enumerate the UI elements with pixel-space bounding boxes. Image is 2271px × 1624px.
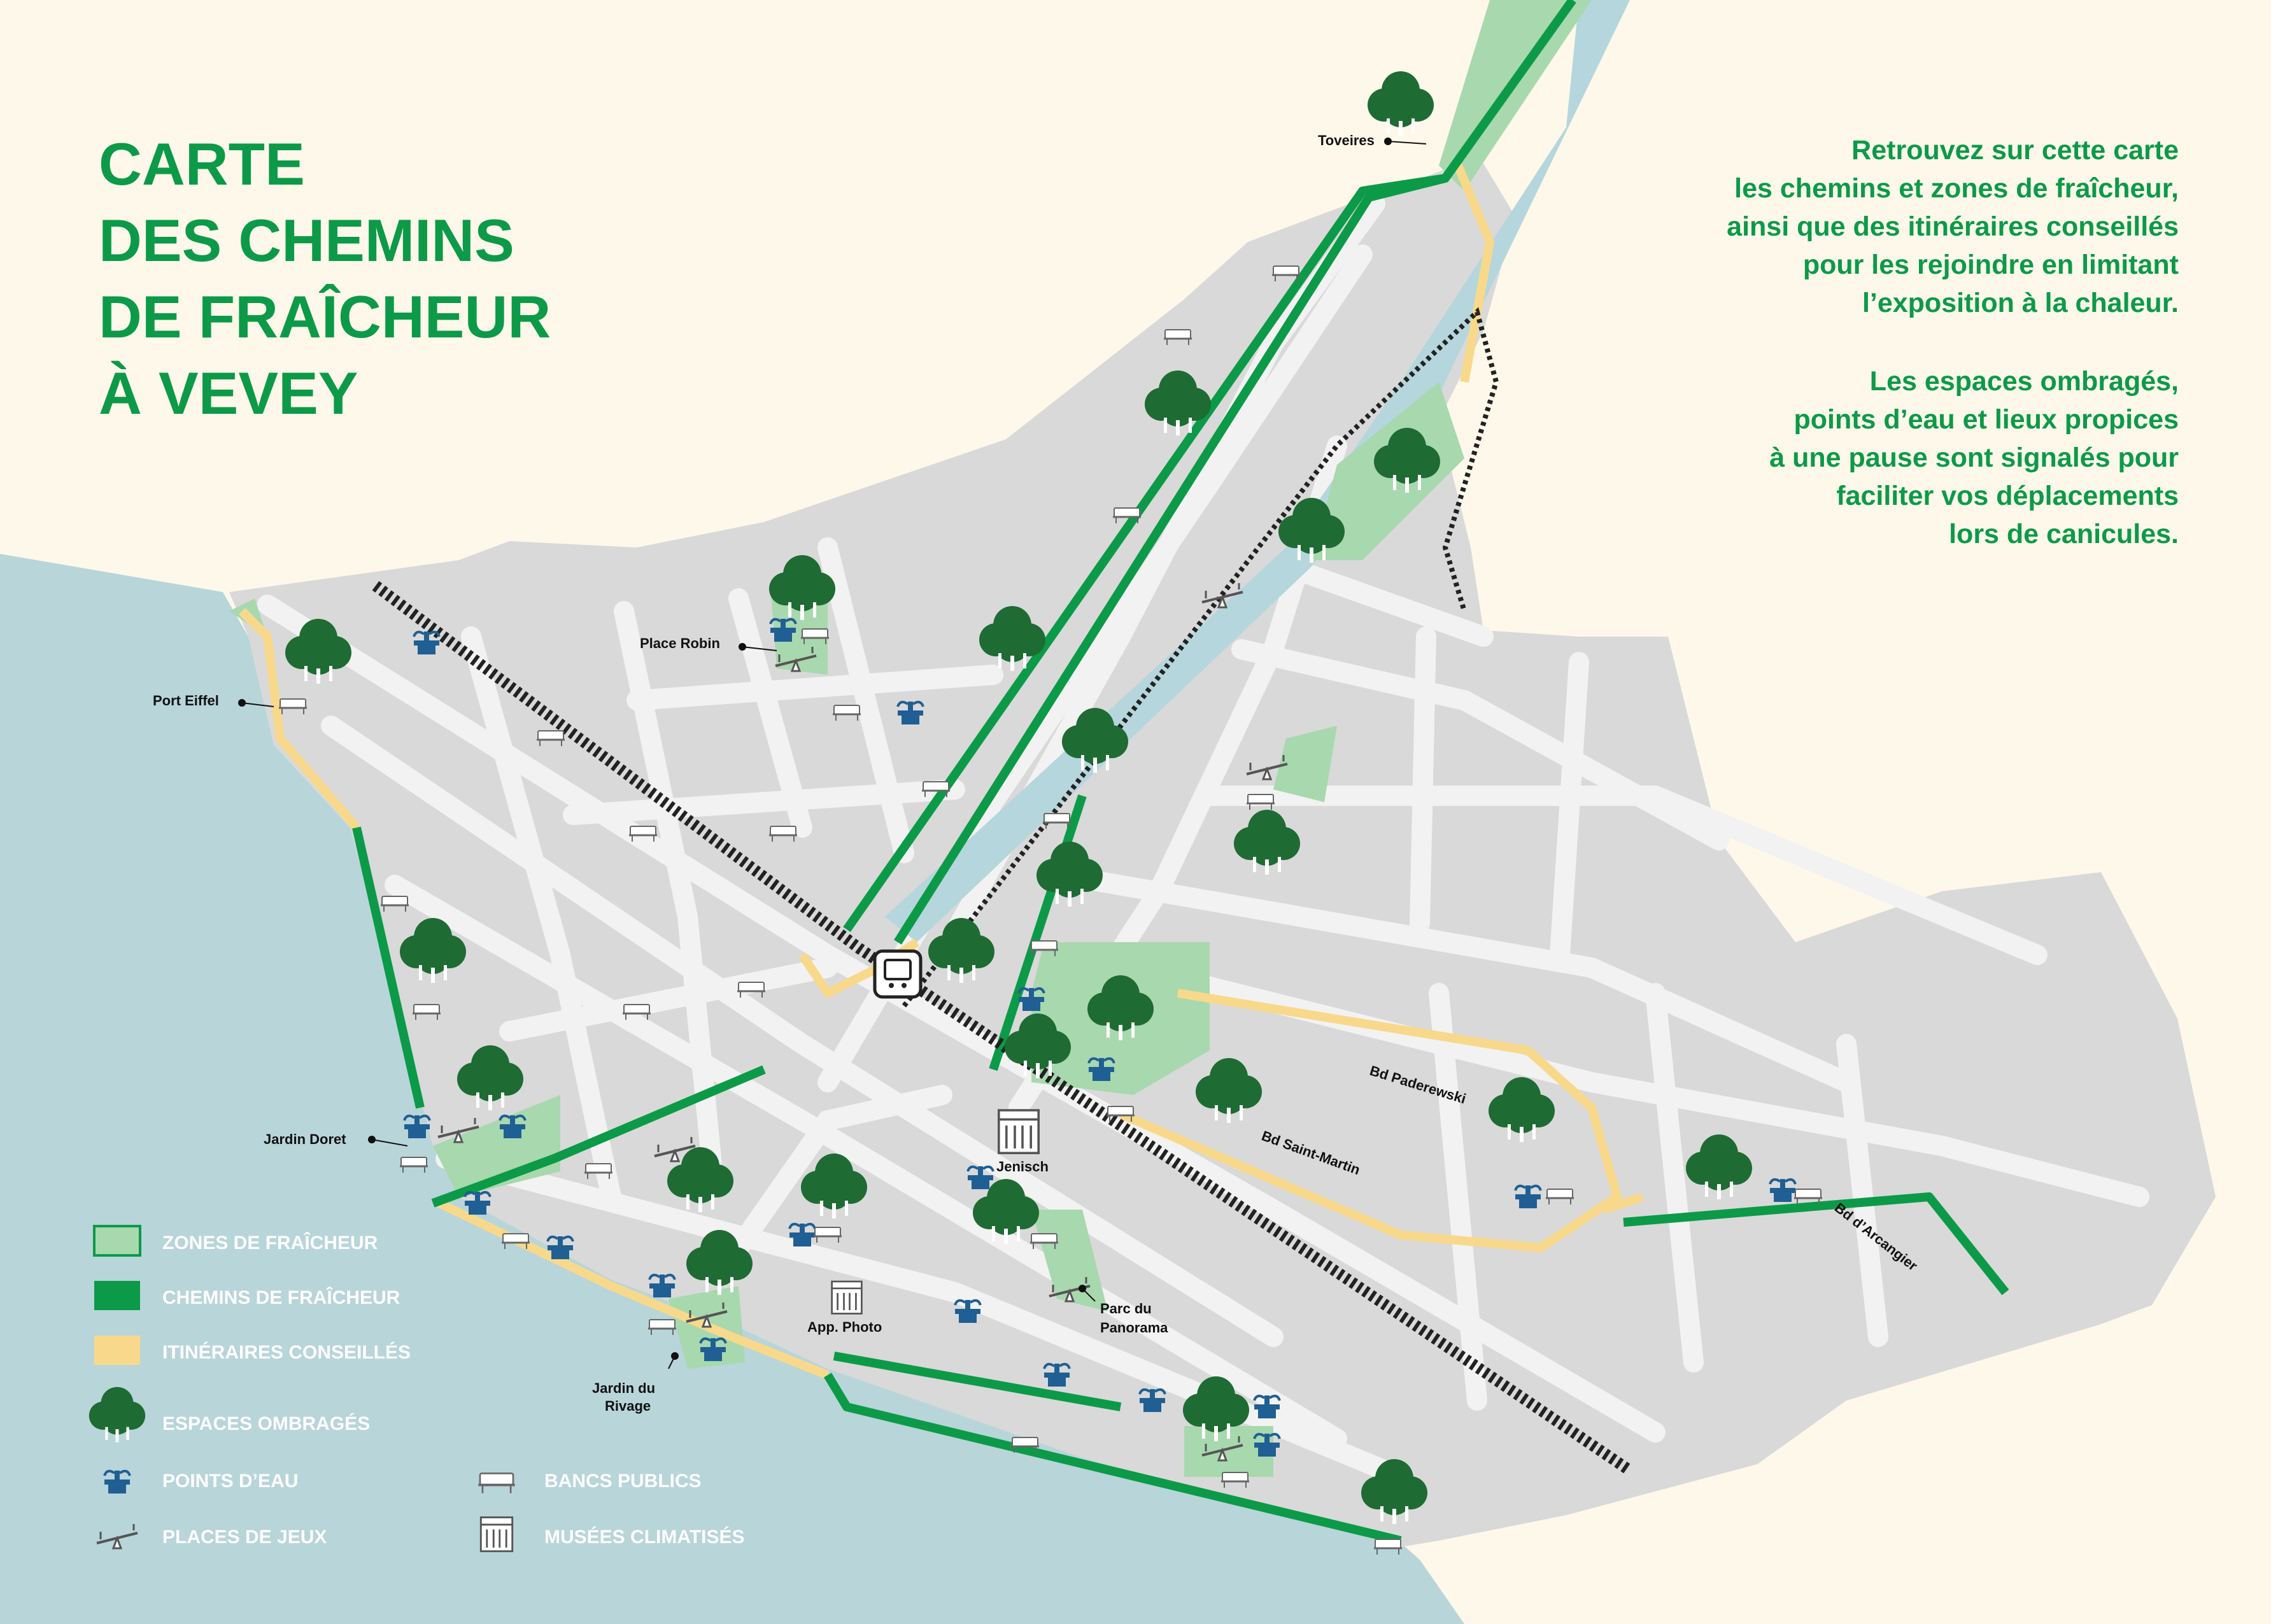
label-jardin-rivage-1: Jardin du: [592, 1380, 655, 1396]
intro-p1-line-1: Retrouvez sur cette carte: [1851, 135, 2179, 166]
label-jardin-doret: Jardin Doret: [264, 1131, 346, 1147]
title-line-3: DE FRAÎCHEUR: [99, 283, 551, 350]
label-parc-panorama-1: Parc du: [1100, 1301, 1152, 1317]
title-line-2: DES CHEMINS: [99, 207, 514, 274]
funicular-line: [902, 307, 1499, 1008]
intro-text: Retrouvez sur cette carte les chemins et…: [1727, 135, 2179, 549]
intro-p2-line-5: lors de canicules.: [1949, 519, 2179, 549]
intro-p1-line-3: ainsi que des itinéraires conseillés: [1727, 211, 2179, 242]
intro-p1-line-2: les chemins et zones de fraîcheur,: [1734, 173, 2179, 204]
train-icon: [873, 949, 923, 999]
legend-swatch-chemins: [94, 1281, 140, 1310]
intro-p1-line-5: l’exposition à la chaleur.: [1862, 288, 2179, 318]
intro-p2-line-3: à une pause sont signalés pour: [1769, 442, 2179, 473]
legend-label-eau: POINTS D’EAU: [162, 1471, 298, 1492]
museum-icon: [831, 1280, 863, 1315]
label-app-photo: App. Photo: [807, 1319, 882, 1335]
legend-label-jeux: PLACES DE JEUX: [162, 1527, 327, 1548]
legend-label-itineraires: ITINÉRAIRES CONSEILLÉS: [162, 1341, 411, 1363]
legend-label-bancs: BANCS PUBLICS: [544, 1471, 702, 1492]
intro-p2-line-2: points d’eau et lieux propices: [1793, 404, 2179, 435]
legend-swatch-itineraires: [94, 1336, 140, 1365]
legend-label-ombrages: ESPACES OMBRAGÉS: [162, 1413, 370, 1434]
intro-p2-line-1: Les espaces ombragés,: [1870, 366, 2179, 397]
legend-label-musees: MUSÉES CLIMATISÉS: [544, 1526, 744, 1548]
label-port-eiffel: Port Eiffel: [153, 693, 219, 709]
legend: ZONES DE FRAÎCHEUR CHEMINS DE FRAÎCHEUR …: [88, 1225, 744, 1553]
intro-p1-line-4: pour les rejoindre en limitant: [1803, 250, 2179, 280]
label-parc-panorama-2: Panorama: [1100, 1320, 1168, 1336]
legend-label-zones: ZONES DE FRAÎCHEUR: [162, 1232, 378, 1253]
place-leaders: [238, 138, 1427, 1369]
label-place-robin: Place Robin: [640, 635, 720, 651]
intro-p2-line-4: faciliter vos déplacements: [1836, 481, 2179, 511]
railway: [372, 581, 1634, 1476]
legend-swatch-zones: [93, 1225, 141, 1257]
legend-museum-icon: [479, 1516, 514, 1553]
chemins-de-fraicheur: [352, 0, 2009, 1545]
title-line-1: CARTE: [99, 131, 305, 197]
museum-icon: [998, 1109, 1040, 1154]
label-jardin-rivage-2: Rivage: [605, 1398, 651, 1414]
lake-geneva: [0, 554, 1464, 1624]
label-jenisch: Jenisch: [996, 1159, 1049, 1175]
title-line-4: À VEVEY: [99, 360, 358, 427]
zones-fraicheur: [229, 0, 1592, 1477]
legend-label-chemins: CHEMINS DE FRAÎCHEUR: [162, 1287, 400, 1308]
label-toveires: Toveires: [1318, 132, 1375, 148]
page-title: CARTE DES CHEMINS DE FRAÎCHEUR À VEVEY: [99, 131, 551, 427]
